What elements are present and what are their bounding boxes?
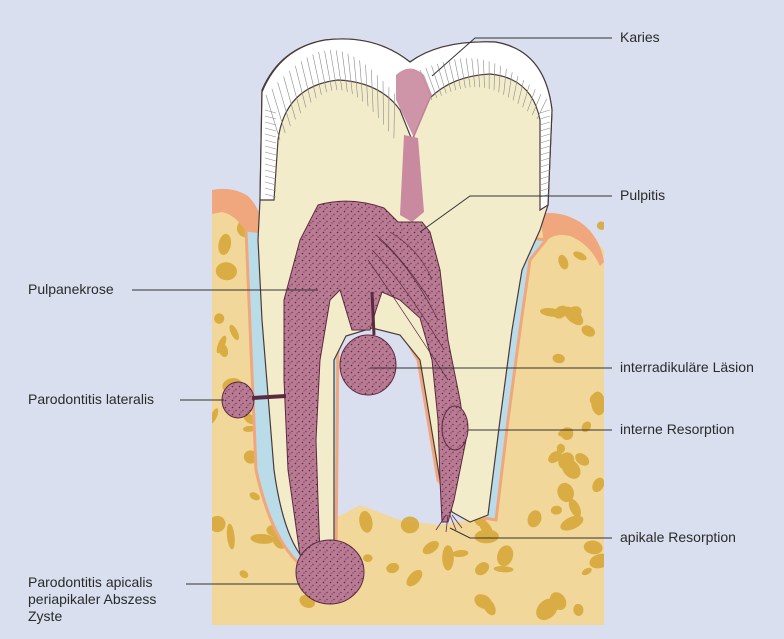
label-karies: Karies [620, 29, 660, 46]
apical-abscess [296, 540, 364, 604]
label-pulpitis: Pulpitis [620, 187, 665, 204]
internal-resorption [442, 406, 468, 450]
lateral-canal [252, 396, 286, 398]
label-parodontitis-lateralis: Parodontitis lateralis [28, 391, 154, 408]
bone-pore [442, 545, 454, 570]
lateral-lesion [222, 382, 254, 418]
label-interradikulaere-laesion: interradikuläre Läsion [620, 359, 754, 376]
label-zyste: Zyste [28, 608, 62, 625]
label-parodontitis-apicalis: Parodontitis apicalis [28, 574, 153, 591]
interradicular-lesion [340, 335, 396, 395]
label-periapikaler-abszess: periapikaler Abszess [28, 591, 156, 608]
label-apikale-resorption: apikale Resorption [620, 529, 736, 546]
pulp-stalk [372, 292, 374, 335]
label-interne-resorption: interne Resorption [620, 421, 734, 438]
label-pulpanekrose: Pulpanekrose [28, 281, 114, 298]
